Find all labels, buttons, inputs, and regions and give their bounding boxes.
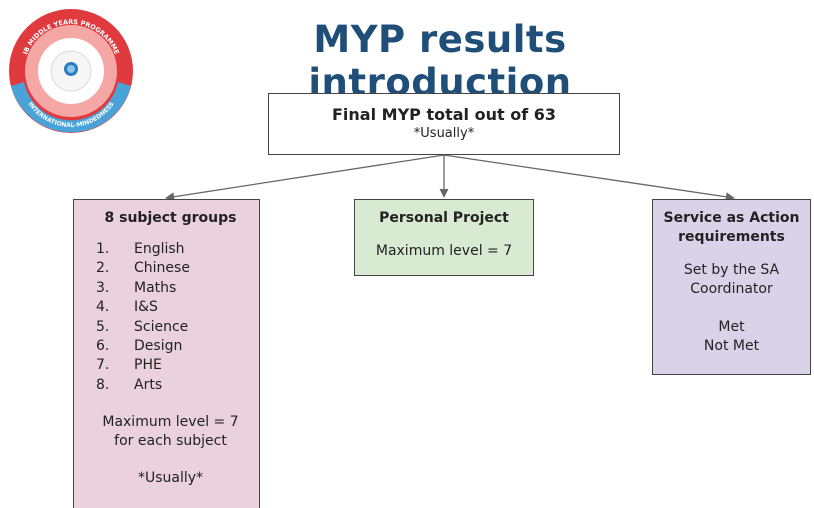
subject-list: 1. English 2. Chinese 3. Maths 4. I&S 5. Scie… xyxy=(96,240,245,395)
service-heading-line: Service as Action xyxy=(663,210,800,226)
list-item-number: 2. xyxy=(96,260,110,277)
list-item-label: Arts xyxy=(134,376,163,393)
personal-project-heading: Personal Project xyxy=(379,210,509,226)
ib-myp-logo: IB MIDDLE YEARS PROGRAMME INTERNATIONAL-… xyxy=(9,9,133,133)
list-item: 1. English xyxy=(96,240,245,259)
list-item-number: 1. xyxy=(96,241,110,257)
list-item-label: PHE xyxy=(134,357,162,374)
final-total-heading: Final MYP total out of 63 xyxy=(332,105,556,124)
service-coordinator: Coordinator xyxy=(690,281,773,297)
service-set-by: Set by the SA xyxy=(683,262,780,278)
list-item-label: Science xyxy=(134,318,189,335)
logo-blue-band xyxy=(11,82,131,133)
service-met: Met xyxy=(718,319,745,335)
list-item: 6. Design xyxy=(96,337,245,356)
personal-project-max-level: Maximum level = 7 xyxy=(375,243,513,259)
list-item: 8. Arts xyxy=(96,376,245,395)
final-total-note: *Usually* xyxy=(413,126,475,141)
personal-project-box: Personal Project Maximum level = 7 xyxy=(354,199,534,276)
globe-icon-highlight xyxy=(67,65,75,73)
subject-note: *Usually* xyxy=(137,470,204,487)
list-item-label: I&S xyxy=(134,299,158,316)
list-item-label: Design xyxy=(134,337,183,354)
subject-groups-box: 8 subject groups 1. English 2. Chinese 3. M… xyxy=(73,199,260,508)
service-not-met: Not Met xyxy=(703,338,760,354)
list-item-number: 6. xyxy=(96,337,110,354)
list-item: 4. I&S xyxy=(96,298,245,317)
list-item-number: 3. xyxy=(96,279,110,296)
list-item-number: 5. xyxy=(96,318,110,335)
list-item: 5. Science xyxy=(96,318,245,337)
arrow-to-subjects xyxy=(165,154,445,202)
list-item-label: Chinese xyxy=(134,260,190,277)
list-item-number: 7. xyxy=(96,357,110,374)
subject-max-level-qualifier: for each subject xyxy=(114,433,227,450)
subject-max-level: Maximum level = 7 xyxy=(102,414,239,431)
spacer xyxy=(96,395,245,413)
spacer xyxy=(96,451,245,469)
list-item: 2. Chinese xyxy=(96,259,245,278)
final-total-box: Final MYP total out of 63 *Usually* xyxy=(268,93,620,155)
service-heading-line: requirements xyxy=(678,229,785,245)
list-item-number: 4. xyxy=(96,299,110,316)
spacer xyxy=(653,299,810,318)
list-item-label: Maths xyxy=(134,279,177,296)
list-item-number: 8. xyxy=(96,376,110,393)
list-item: 3. Maths xyxy=(96,279,245,298)
service-as-action-heading: Service as Action requirements xyxy=(653,209,810,247)
service-as-action-box: Service as Action requirements Set by th… xyxy=(652,199,811,375)
list-item: 7. PHE xyxy=(96,356,245,375)
arrow-to-service xyxy=(443,154,735,202)
list-item-label: English xyxy=(134,241,185,257)
subject-groups-heading: 8 subject groups xyxy=(104,210,237,226)
